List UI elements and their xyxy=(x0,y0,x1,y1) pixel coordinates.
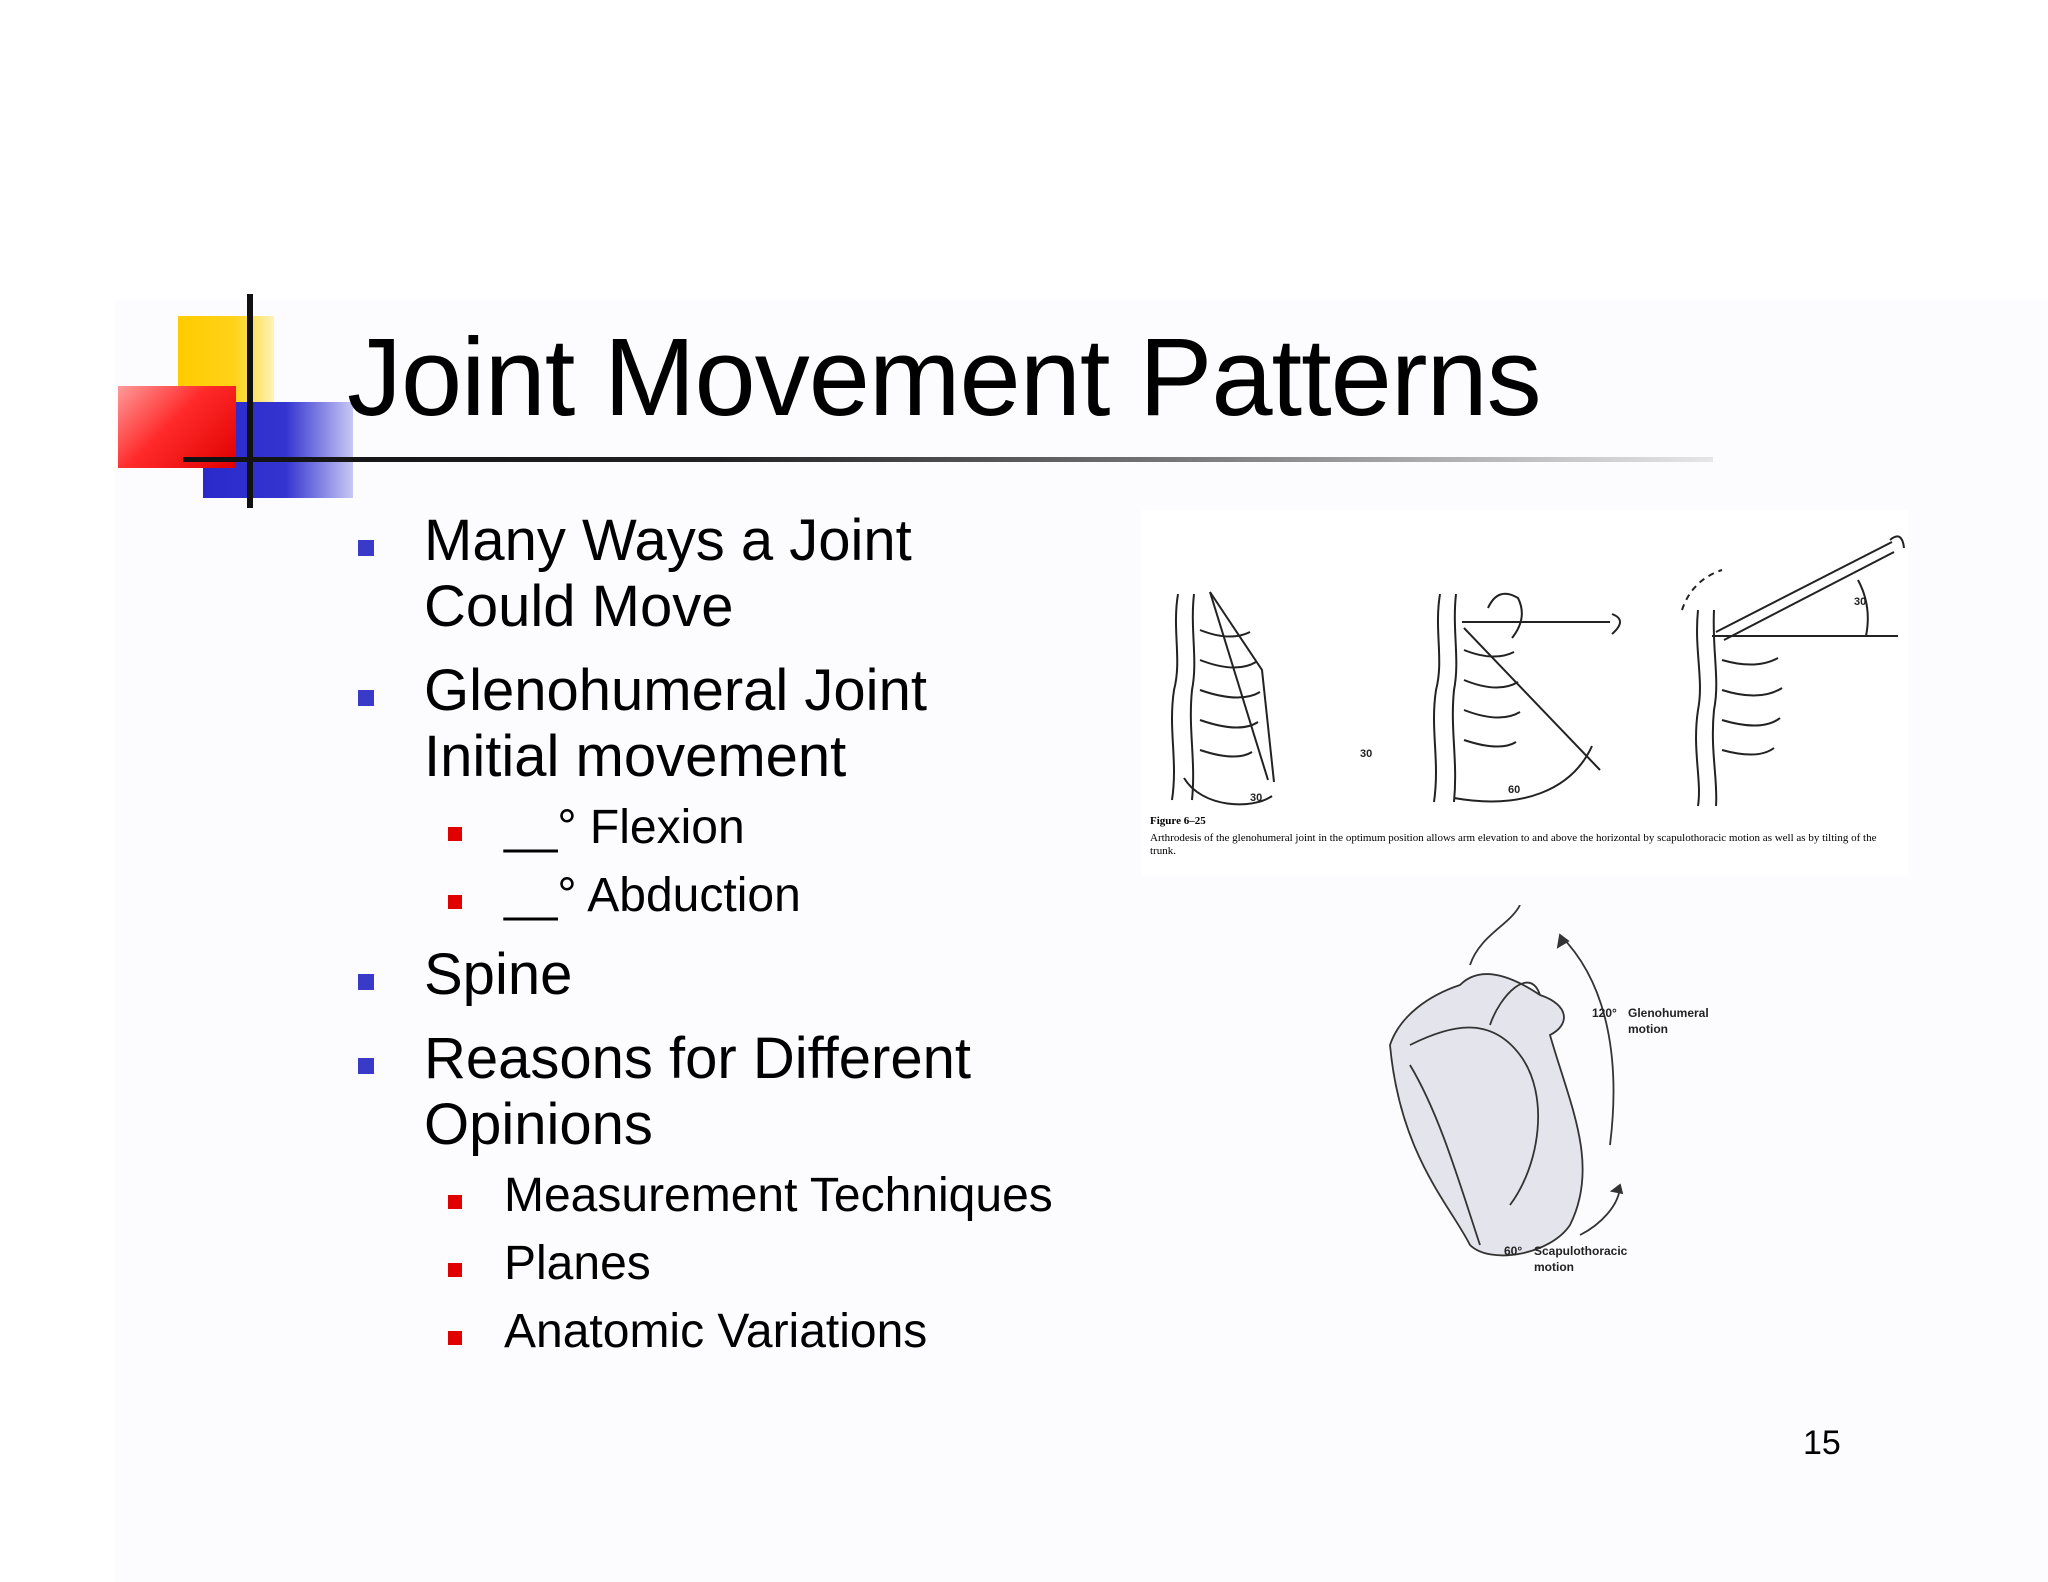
sketch-arm-elevated xyxy=(1681,535,1905,807)
bullet-item: Glenohumeral Joint Initial movement __° … xyxy=(354,658,1074,924)
glenohumeral-motion-label: Glenohumeral motion xyxy=(1628,1006,1709,1036)
sub-bullet-square-icon xyxy=(448,895,462,909)
angle-label: 30 xyxy=(1360,748,1373,760)
bullet-item: Spine xyxy=(354,942,1074,1008)
glenohumeral-degrees: 120° xyxy=(1592,1006,1617,1020)
bullet-text: Reasons for Different Opinions xyxy=(424,1026,971,1157)
bullet-square-icon xyxy=(358,540,374,556)
scapulothoracic-degrees: 60° xyxy=(1504,1244,1523,1258)
sub-bullet-text: __° Flexion xyxy=(504,801,745,854)
sub-bullet-text: Anatomic Variations xyxy=(504,1305,928,1358)
sub-bullet-text: __° Abduction xyxy=(504,869,801,922)
bullet-square-icon xyxy=(358,1058,374,1074)
bullet-list: Many Ways a Joint Could Move Glenohumera… xyxy=(354,508,1074,1378)
sketch-arm-horizontal xyxy=(1433,592,1621,803)
sub-bullet-item: Planes xyxy=(354,1236,1074,1292)
sub-bullet-list: __° Flexion __° Abduction xyxy=(354,800,1074,924)
sub-bullet-item: __° Flexion xyxy=(354,800,1074,856)
title-underline xyxy=(183,457,1713,462)
sub-bullet-item: Anatomic Variations xyxy=(354,1304,1074,1360)
bullet-square-icon xyxy=(358,690,374,706)
bullet-text: Glenohumeral Joint Initial movement xyxy=(424,658,927,789)
angle-label: 30 xyxy=(1250,792,1263,804)
bullet-text: Many Ways a Joint Could Move xyxy=(424,508,912,639)
vertical-accent-line xyxy=(247,294,253,508)
sub-bullet-square-icon xyxy=(448,1195,462,1209)
sub-bullet-list: Measurement Techniques Planes Anatomic V… xyxy=(354,1168,1074,1360)
scapula-sketch xyxy=(1389,904,1624,1257)
sub-bullet-square-icon xyxy=(448,1263,462,1277)
shoulder-arthrodesis-figure: 30 30 60 30 Figure 6–25 Arthrodesis of t… xyxy=(1142,510,1908,876)
sub-bullet-text: Planes xyxy=(504,1237,651,1290)
figure-label: Figure 6–25 xyxy=(1150,815,1206,827)
bullet-item: Many Ways a Joint Could Move xyxy=(354,508,1074,640)
page-number: 15 xyxy=(1803,1424,1841,1462)
scapulothoracic-motion-label: Scapulothoracic motion xyxy=(1534,1244,1628,1274)
angle-label: 60 xyxy=(1508,784,1521,796)
sub-bullet-square-icon xyxy=(448,827,462,841)
scapula-motion-figure: 120° Glenohumeral motion 60° Scapulothor… xyxy=(1370,904,1730,1285)
bullet-square-icon xyxy=(358,974,374,990)
slide-title: Joint Movement Patterns xyxy=(347,316,1542,439)
red-accent-block xyxy=(118,386,236,468)
sub-bullet-square-icon xyxy=(448,1331,462,1345)
angle-label: 30 xyxy=(1854,596,1867,608)
sub-bullet-item: __° Abduction xyxy=(354,868,1074,924)
sub-bullet-text: Measurement Techniques xyxy=(504,1169,1053,1222)
bullet-item: Reasons for Different Opinions Measureme… xyxy=(354,1026,1074,1360)
sub-bullet-item: Measurement Techniques xyxy=(354,1168,1074,1224)
bullet-text: Spine xyxy=(424,942,573,1007)
spine-shoulder-sketches xyxy=(1171,535,1905,807)
figure-caption: Arthrodesis of the glenohumeral joint in… xyxy=(1150,832,1877,857)
sketch-arm-down xyxy=(1171,591,1275,806)
